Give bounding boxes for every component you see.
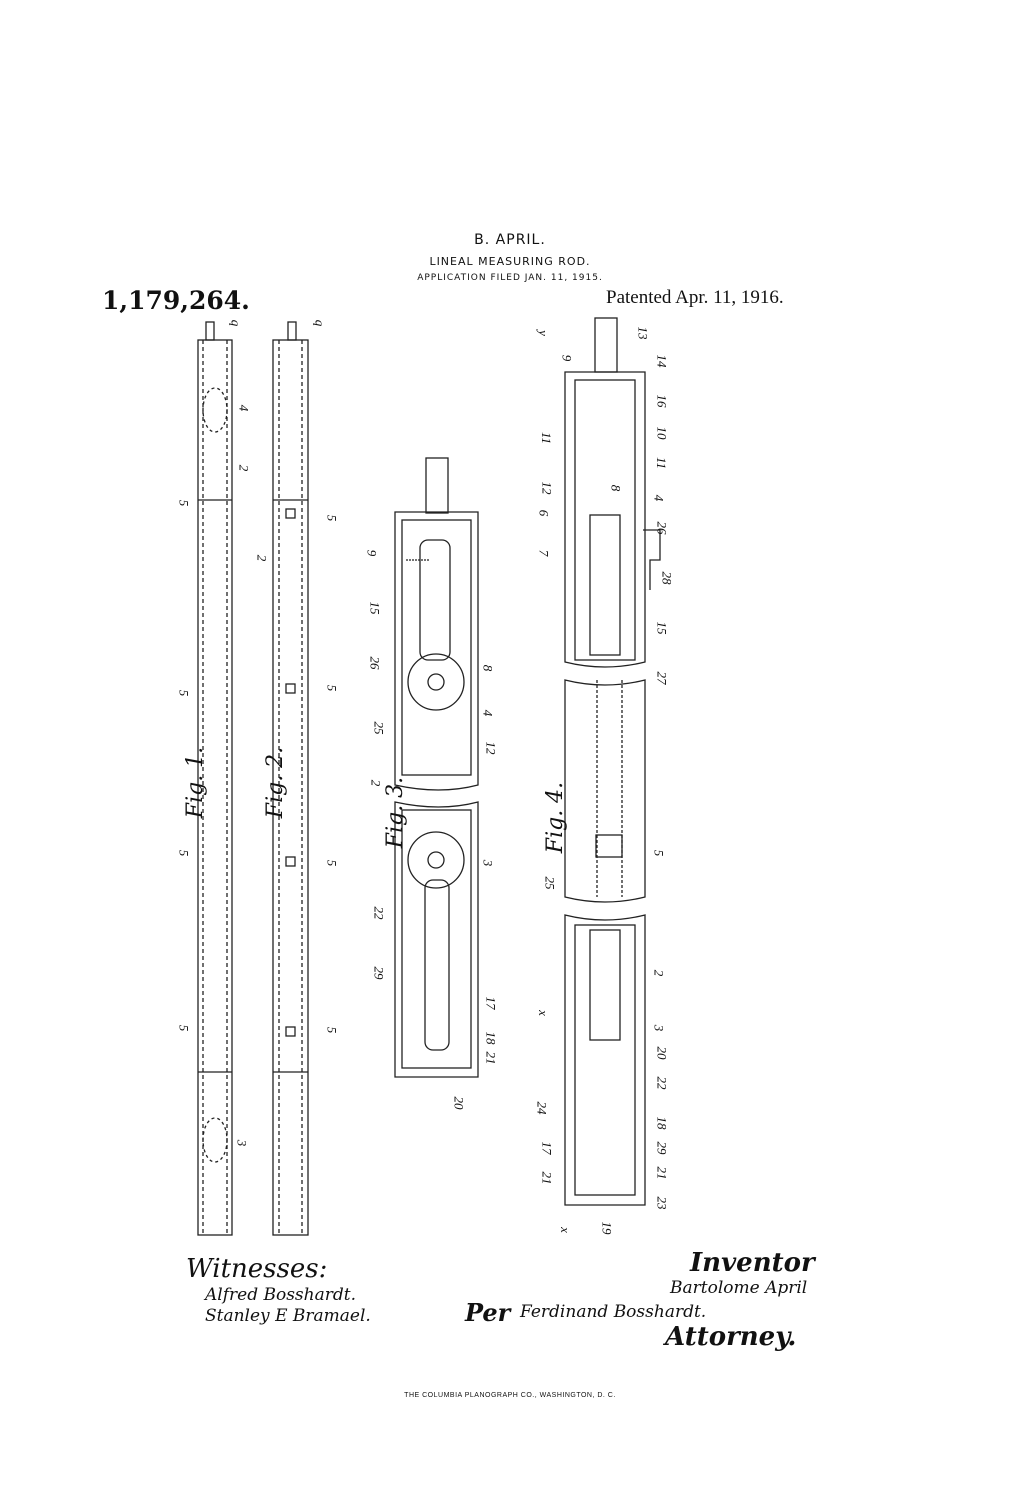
reference-numeral: 6 [536,509,552,517]
fig3-mechanism [394,457,479,1078]
reference-numeral: 17 [539,1141,555,1155]
reference-numeral: 19 [599,1221,615,1235]
reference-numeral: 29 [371,966,387,980]
patent-title: LINEAL MEASURING ROD. [429,255,591,268]
reference-numeral: 2 [368,779,384,787]
reference-numeral: 2 [236,464,252,472]
reference-numeral: 3 [651,1024,667,1032]
reference-numeral: 12 [483,741,499,755]
reference-numeral: 29 [654,1141,670,1155]
reference-numeral: 21 [539,1171,555,1185]
reference-numeral: 20 [654,1046,670,1060]
witness-signature-2: Stanley E Bramael. [205,1306,371,1326]
reference-numeral: 26 [654,521,670,535]
printer-credit: THE COLUMBIA PLANOGRAPH CO., WASHINGTON,… [404,1392,616,1399]
reference-numeral: 11 [539,431,555,445]
reference-numeral: 14 [654,354,670,368]
reference-numeral: 10 [654,426,670,440]
reference-numeral: y [535,330,551,336]
reference-numeral: 26 [367,656,383,670]
reference-numeral: 27 [654,671,670,685]
reference-numeral: 9 [364,549,380,557]
reference-numeral: 24 [534,1101,550,1115]
reference-numeral: q [228,319,244,327]
reference-numeral: 20 [451,1096,467,1110]
reference-numeral: 3 [480,859,496,867]
patent-number: 1,179,264. [102,286,250,315]
reference-numeral: 28 [659,571,675,585]
reference-numeral: 4 [236,404,252,412]
filing-date: APPLICATION FILED JAN. 11, 1915. [417,273,603,283]
reference-numeral: 25 [542,876,558,890]
reference-numeral: 5 [176,1024,192,1032]
reference-numeral: 22 [654,1076,670,1090]
reference-numeral: 23 [654,1196,670,1210]
reference-numeral: 8 [608,484,624,492]
reference-numeral: 15 [367,601,383,615]
figure-label: Fig. 1. [183,746,209,819]
patent-date: Patented Apr. 11, 1916. [606,287,784,308]
reference-numeral: 21 [654,1166,670,1180]
reference-numeral: 2 [254,554,270,562]
reference-numeral: 22 [371,906,387,920]
reference-numeral: 11 [654,456,670,470]
reference-numeral: x [557,1227,573,1233]
reference-numeral: 7 [536,549,552,557]
reference-numeral: 5 [176,499,192,507]
attorney-label: Attorney. [665,1322,797,1352]
figure-label: Fig. 4. [543,781,569,854]
reference-numeral: 16 [654,394,670,408]
figure-label: Fig. 2. [263,746,289,819]
reference-numeral: 18 [654,1116,670,1130]
reference-numeral: 5 [324,859,340,867]
attorney-signature: Ferdinand Bosshardt. [520,1302,707,1322]
inventor-name: B. APRIL. [474,232,546,248]
reference-numeral: 5 [176,849,192,857]
reference-numeral: 4 [651,494,667,502]
reference-numeral: 4 [480,709,496,717]
reference-numeral: 5 [324,514,340,522]
inventor-label: Inventor [690,1248,815,1278]
fig1-rod [197,321,233,1236]
witness-signature-1: Alfred Bosshardt. [205,1285,356,1305]
reference-numeral: 17 [483,996,499,1010]
reference-numeral: 21 [483,1051,499,1065]
reference-numeral: 5 [651,849,667,857]
fig2-rod [272,321,309,1236]
figure-label: Fig. 3. [383,776,409,849]
inventor-signature: Bartolome April [670,1278,808,1298]
reference-numeral: 12 [539,481,555,495]
witnesses-label: Witnesses: [186,1254,328,1284]
reference-numeral: 5 [324,684,340,692]
reference-numeral: 8 [480,664,496,672]
reference-numeral: 5 [176,689,192,697]
reference-numeral: 18 [483,1031,499,1045]
reference-numeral: 9 [559,354,575,362]
reference-numeral: 2 [651,969,667,977]
reference-numeral: 15 [654,621,670,635]
reference-numeral: x [535,1010,551,1016]
fig4-section [564,317,661,1206]
reference-numeral: 3 [234,1139,250,1147]
reference-numeral: 25 [371,721,387,735]
reference-numeral: 13 [635,326,651,340]
per-label: Per [465,1298,511,1327]
reference-numeral: 5 [324,1026,340,1034]
reference-numeral: q [312,319,328,327]
